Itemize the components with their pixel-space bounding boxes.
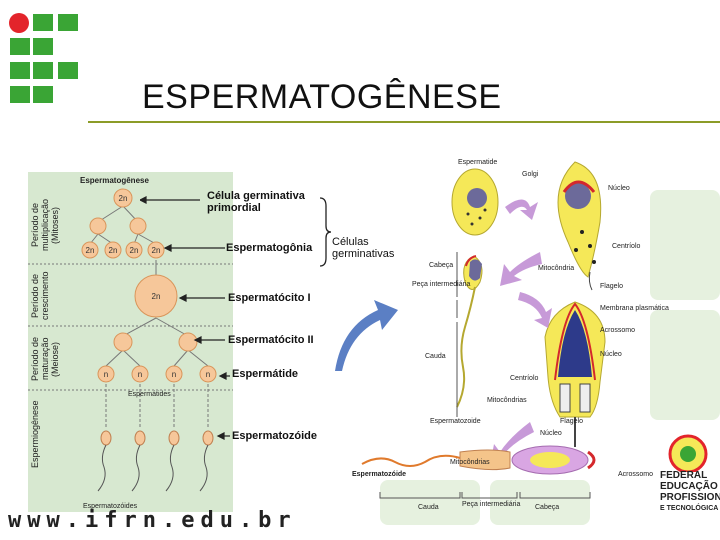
svg-text:Centríolo: Centríolo xyxy=(612,243,641,250)
institution-name: FEDERAL EDUCAÇÃO PROFISSIONAL E TECNOLÓG… xyxy=(660,470,720,512)
label-espermatide: Espermátide xyxy=(232,368,299,380)
label-espermatogonia: Espermatogônia xyxy=(226,242,313,254)
svg-text:Cauda: Cauda xyxy=(425,353,446,360)
svg-text:Espermatozoide: Espermatozoide xyxy=(430,418,481,425)
svg-text:Espermatide: Espermatide xyxy=(458,159,497,166)
svg-text:Peça intermediária: Peça intermediária xyxy=(412,281,470,288)
svg-text:Núcleo: Núcleo xyxy=(600,351,622,358)
svg-text:Núcleo: Núcleo xyxy=(540,430,562,437)
svg-text:Acrossomo: Acrossomo xyxy=(618,471,653,478)
svg-text:Núcleo: Núcleo xyxy=(608,185,630,192)
label-espermatocito-2: Espermatócito II xyxy=(228,334,314,346)
svg-text:Flagelo: Flagelo xyxy=(560,418,583,425)
label-espermatozoide: Espermatozóide xyxy=(232,430,317,442)
svg-text:n: n xyxy=(172,370,176,379)
svg-text:2n: 2n xyxy=(152,246,161,255)
cell-germinativa xyxy=(113,188,133,208)
svg-text:Centríolo: Centríolo xyxy=(510,375,539,382)
svg-text:Membrana plasmática: Membrana plasmática xyxy=(600,305,669,312)
svg-text:Golgi: Golgi xyxy=(522,171,539,178)
brace xyxy=(319,197,332,267)
svg-text:2n: 2n xyxy=(152,292,161,301)
blue-arrow-icon xyxy=(335,300,398,371)
svg-text:2n: 2n xyxy=(130,246,139,255)
institution-logo xyxy=(9,13,78,103)
label-celula-germinativa: Célula germinativa primordial xyxy=(207,190,305,214)
svg-text:Flagelo: Flagelo xyxy=(600,283,623,290)
svg-text:Espermatozóide: Espermatozóide xyxy=(352,471,406,478)
cell-espermatocito-1 xyxy=(134,274,178,318)
svg-text:Mitocôndrias: Mitocôndrias xyxy=(450,459,490,466)
svg-text:Mitocôndria: Mitocôndria xyxy=(538,265,574,272)
scheme-header: Espermatogênese xyxy=(80,176,149,185)
svg-text:Mitocôndrias: Mitocôndrias xyxy=(487,397,527,404)
spermiogenesis-scheme: Espermatide Golgi Núcleo Centríolo Mitoc… xyxy=(352,159,669,511)
svg-text:Cabeça: Cabeça xyxy=(429,262,453,269)
caption-espermatides: Espermátides xyxy=(128,391,171,398)
ploidy-n: n xyxy=(104,370,108,379)
scheme-cells: 2n 2n 2n 2n 2n 2n n n n n Espermátides Esper… xyxy=(28,188,233,510)
ploidy-2n: 2n xyxy=(119,194,128,203)
svg-text:2n: 2n xyxy=(109,246,118,255)
website-url: www.ifrn.edu.br xyxy=(8,508,297,533)
svg-text:Cauda: Cauda xyxy=(418,504,439,511)
caption-espermatozoides: Espermatozóides xyxy=(83,503,138,510)
logo-red-circle xyxy=(9,13,29,33)
svg-text:2n: 2n xyxy=(86,246,95,255)
label-arrows xyxy=(140,196,230,440)
title-underline xyxy=(88,121,720,123)
label-espermatocito-1: Espermatócito I xyxy=(228,292,311,304)
svg-text:n: n xyxy=(138,370,142,379)
page-title: ESPERMATOGÊNESE xyxy=(142,78,502,116)
svg-text:Acrossomo: Acrossomo xyxy=(600,327,635,334)
label-celulas-germinativas: Células germinativas xyxy=(332,236,395,260)
svg-text:Cabeça: Cabeça xyxy=(535,504,559,511)
institution-emblem-icon xyxy=(668,434,708,472)
svg-text:n: n xyxy=(206,370,210,379)
svg-text:Peça intermediária: Peça intermediária xyxy=(462,501,520,508)
background-decoration xyxy=(380,190,720,525)
